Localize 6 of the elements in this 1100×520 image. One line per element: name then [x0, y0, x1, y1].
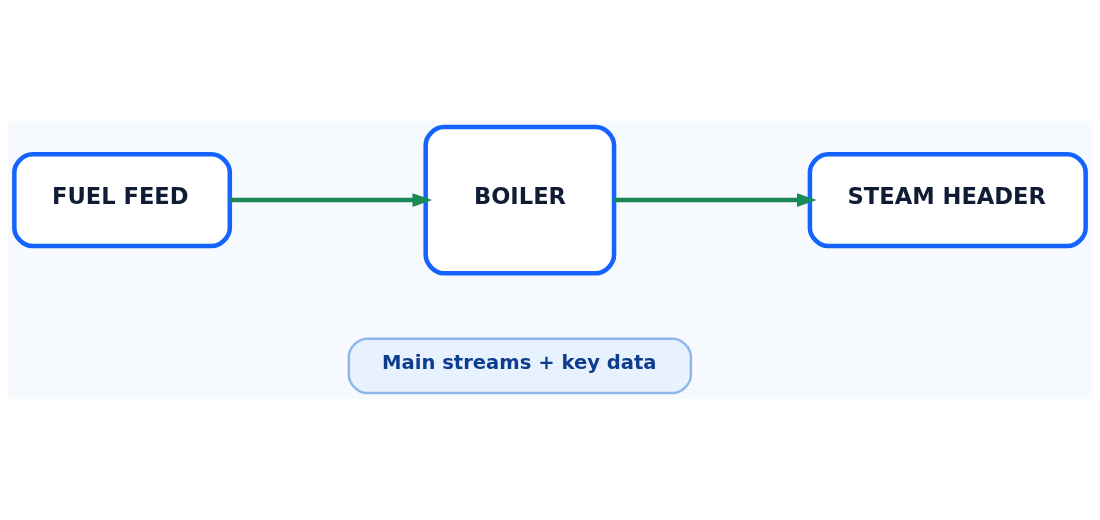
- node-box: STEAM HEADER: [807, 151, 1088, 249]
- arrow: [614, 193, 817, 207]
- node-box: BOILER: [423, 124, 617, 276]
- node-box: Main streams + key data: [347, 337, 693, 395]
- arrow: [229, 193, 433, 207]
- node-box: FUEL FEED: [12, 151, 233, 249]
